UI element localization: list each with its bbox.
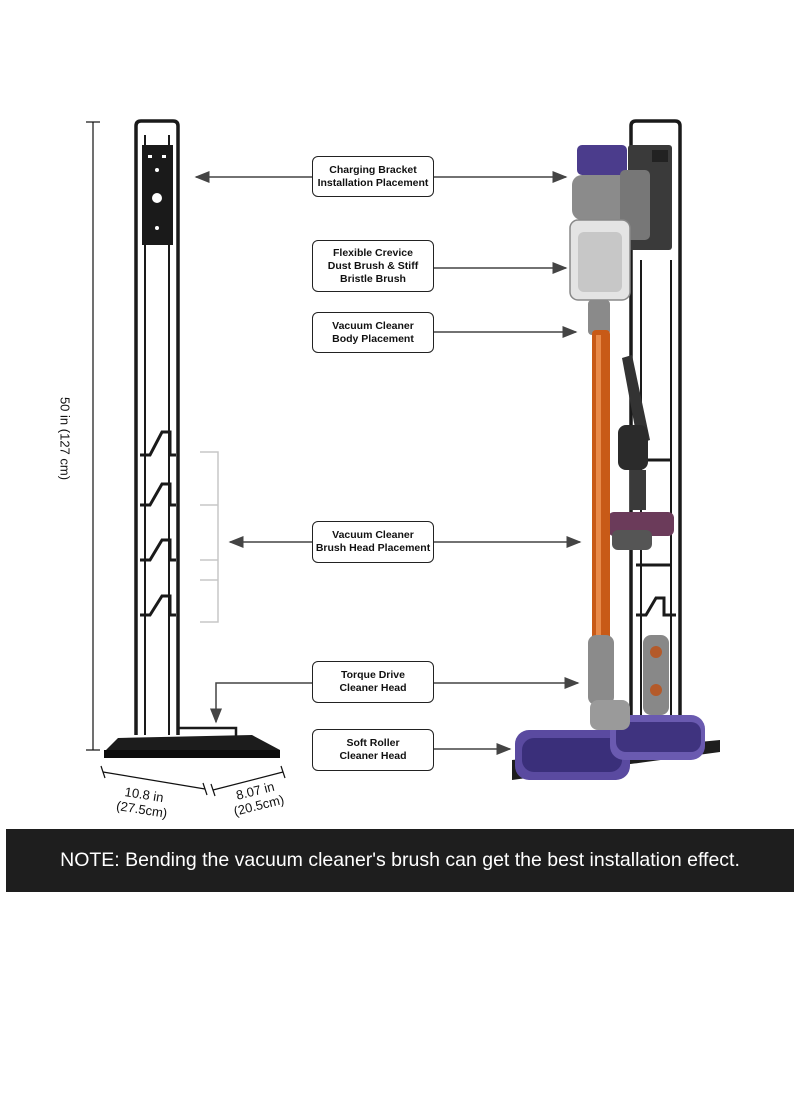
stand-base — [104, 735, 280, 752]
label-line: Brush Head Placement — [315, 542, 431, 554]
label-line: Dust Brush & Stiff — [327, 259, 419, 272]
torque-drive-label: Torque Drive Cleaner Head — [312, 661, 434, 703]
height-dimension-label: 50 in (127 cm) — [57, 396, 73, 481]
note-banner: NOTE: Bending the vacuum cleaner's brush… — [6, 829, 794, 892]
label-line: Vacuum Cleaner — [332, 529, 414, 541]
brush-head-placement-label: Vacuum Cleaner Brush Head Placement — [312, 521, 434, 563]
height-dimension-line — [86, 121, 100, 751]
label-line: Cleaner Head — [339, 682, 407, 694]
note-text: NOTE: Bending the vacuum cleaner's brush… — [60, 849, 740, 871]
label-line: Cleaner Head — [339, 750, 407, 762]
floor-cleaner-head — [512, 700, 720, 780]
label-line: Bristle Brush — [340, 272, 406, 285]
label-line: Soft Roller — [346, 737, 400, 749]
label-line: Body Placement — [332, 332, 414, 345]
bracket-ghost — [200, 451, 219, 623]
label-line: Charging Bracket — [329, 163, 417, 176]
crevice-brush-label: Flexible Crevice Dust Brush & Stiff Bris… — [312, 240, 434, 292]
label-line: Torque Drive — [341, 669, 405, 681]
label-line: Vacuum Cleaner — [332, 319, 414, 332]
charging-bracket-label: Charging Bracket Installation Placement — [312, 156, 434, 197]
label-line: Installation Placement — [317, 176, 429, 189]
crevice-tool — [618, 355, 650, 510]
vacuum-body — [569, 145, 650, 335]
spare-head-neck — [643, 635, 669, 715]
base-dimension-lines — [100, 765, 286, 797]
label-line: Flexible Crevice — [333, 246, 413, 259]
body-placement-label: Vacuum Cleaner Body Placement — [312, 312, 434, 353]
soft-roller-label: Soft Roller Cleaner Head — [312, 729, 434, 771]
callout-arrows — [194, 171, 582, 755]
